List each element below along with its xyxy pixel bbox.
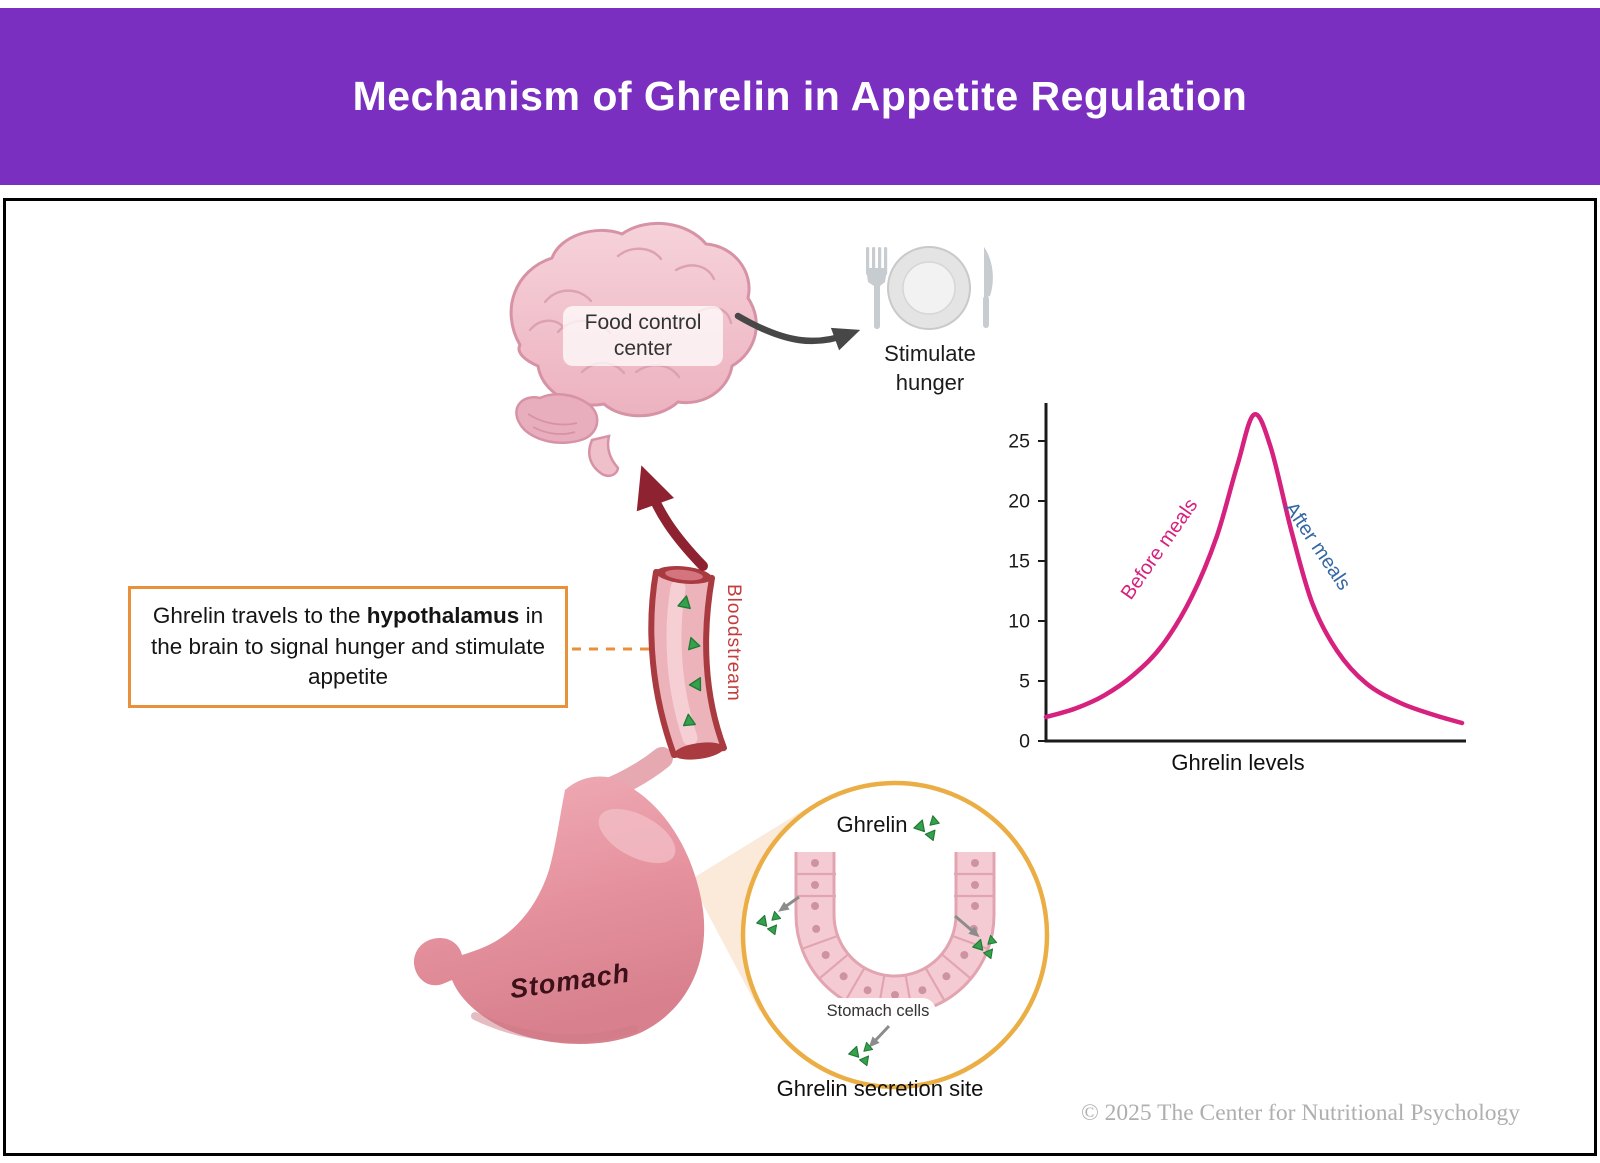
- fork-icon: [866, 247, 888, 329]
- chart-y-tick: 20: [1008, 491, 1030, 513]
- chart-x-axis-label: Ghrelin levels: [1171, 750, 1305, 775]
- info-box-text: Ghrelin travels to the hypothalamus in t…: [150, 603, 545, 690]
- stomach-illustration: [413, 776, 705, 1044]
- stimulate-hunger-label: Stimulate hunger: [884, 341, 976, 395]
- chart-y-tick: 10: [1008, 611, 1030, 633]
- ghrelin-curve: [1043, 412, 1465, 726]
- meal-icon: [866, 246, 993, 330]
- secretion-arrow-left: [778, 895, 800, 912]
- chart-y-tick: 0: [1019, 731, 1030, 753]
- bloodstream-vessel: [648, 566, 727, 760]
- secretion-inset: [740, 780, 1050, 1090]
- bloodstream-label: Bloodstream: [723, 584, 744, 702]
- copyright-text: © 2025 The Center for Nutritional Psycho…: [1080, 1100, 1520, 1126]
- ghrelin-label: Ghrelin: [836, 812, 908, 837]
- chart-y-tick: 15: [1008, 551, 1030, 573]
- stomach-cells-label: Stomach cells: [820, 998, 936, 1025]
- chart-y-tick: 5: [1019, 671, 1030, 693]
- page-title: Mechanism of Ghrelin in Appetite Regulat…: [352, 73, 1248, 119]
- header-banner: Mechanism of Ghrelin in Appetite Regulat…: [0, 8, 1600, 185]
- inset-caption: Ghrelin secretion site: [776, 1076, 984, 1101]
- info-box: Ghrelin travels to the hypothalamus in t…: [128, 586, 568, 708]
- chart-y-tick: 25: [1008, 431, 1030, 453]
- secretion-arrow-right: [954, 914, 980, 938]
- cerebellum: [515, 393, 599, 444]
- knife-icon: [983, 247, 993, 328]
- secretion-arrow-bottom: [868, 1024, 891, 1048]
- arrow-brain-to-plate: [734, 312, 861, 351]
- food-control-center-label: Food control center: [563, 306, 723, 366]
- ghrelin-chart: 0 5 10 15 20 25: [1008, 403, 1466, 753]
- arrow-bloodstream-to-brain: [636, 465, 708, 571]
- plate-icon: [887, 246, 971, 330]
